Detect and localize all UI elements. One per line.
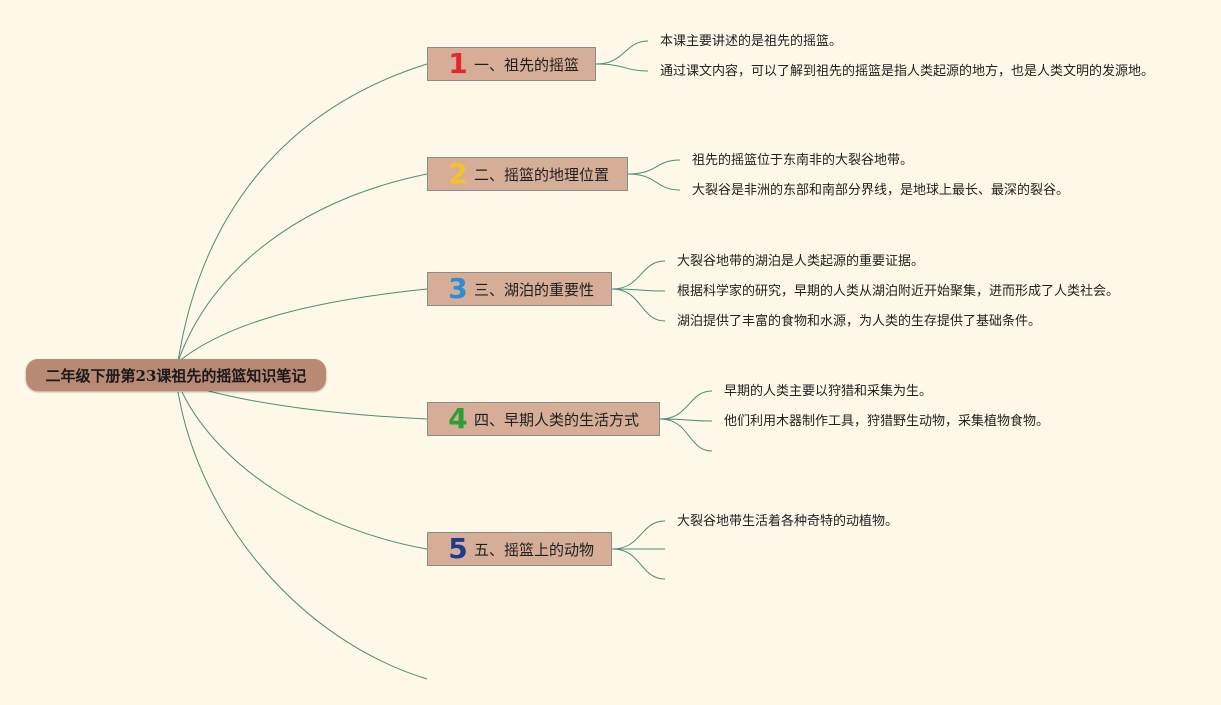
number-1-icon: 1 — [448, 47, 468, 80]
number-4-icon: 4 — [448, 402, 468, 435]
leaf-4-1: 早期的人类主要以狩猎和采集为生。 — [724, 384, 933, 399]
leaf-5-1: 大裂谷地带生活着各种奇特的动植物。 — [677, 514, 899, 529]
branch-1[interactable]: 1 一、祖先的摇篮 — [427, 47, 596, 81]
leaf-3-2: 根据科学家的研究，早期的人类从湖泊附近开始聚集，进而形成了人类社会。 — [677, 284, 1120, 299]
branch-label: 三、湖泊的重要性 — [474, 280, 595, 299]
branch-4[interactable]: 4 四、早期人类的生活方式 — [427, 402, 660, 436]
leaf-4-2: 他们利用木器制作工具，狩猎野生动物，采集植物食物。 — [724, 414, 1050, 429]
branch-5[interactable]: 5 五、摇篮上的动物 — [427, 532, 612, 566]
branch-label: 二、摇篮的地理位置 — [474, 165, 610, 184]
root-topic[interactable]: 二年级下册第23课祖先的摇篮知识笔记 — [26, 359, 326, 391]
branch-3[interactable]: 3 三、湖泊的重要性 — [427, 272, 612, 306]
leaf-1-1: 本课主要讲述的是祖先的摇篮。 — [660, 34, 843, 49]
leaf-3-1: 大裂谷地带的湖泊是人类起源的重要证据。 — [677, 254, 925, 269]
branch-label: 四、早期人类的生活方式 — [474, 410, 640, 429]
leaf-2-1: 祖先的摇篮位于东南非的大裂谷地带。 — [692, 153, 914, 168]
branch-label: 一、祖先的摇篮 — [474, 55, 580, 74]
root-title: 二年级下册第23课祖先的摇篮知识笔记 — [45, 366, 307, 385]
branch-2[interactable]: 2 二、摇篮的地理位置 — [427, 157, 628, 191]
number-3-icon: 3 — [448, 272, 468, 305]
branch-label: 五、摇篮上的动物 — [474, 540, 595, 559]
number-5-icon: 5 — [448, 532, 468, 565]
leaf-1-2: 通过课文内容，可以了解到祖先的摇篮是指人类起源的地方，也是人类文明的发源地。 — [660, 64, 1155, 79]
leaf-3-3: 湖泊提供了丰富的食物和水源，为人类的生存提供了基础条件。 — [677, 314, 1042, 329]
number-2-icon: 2 — [448, 157, 468, 190]
leaf-2-2: 大裂谷是非洲的东部和南部分界线，是地球上最长、最深的裂谷。 — [692, 183, 1070, 198]
